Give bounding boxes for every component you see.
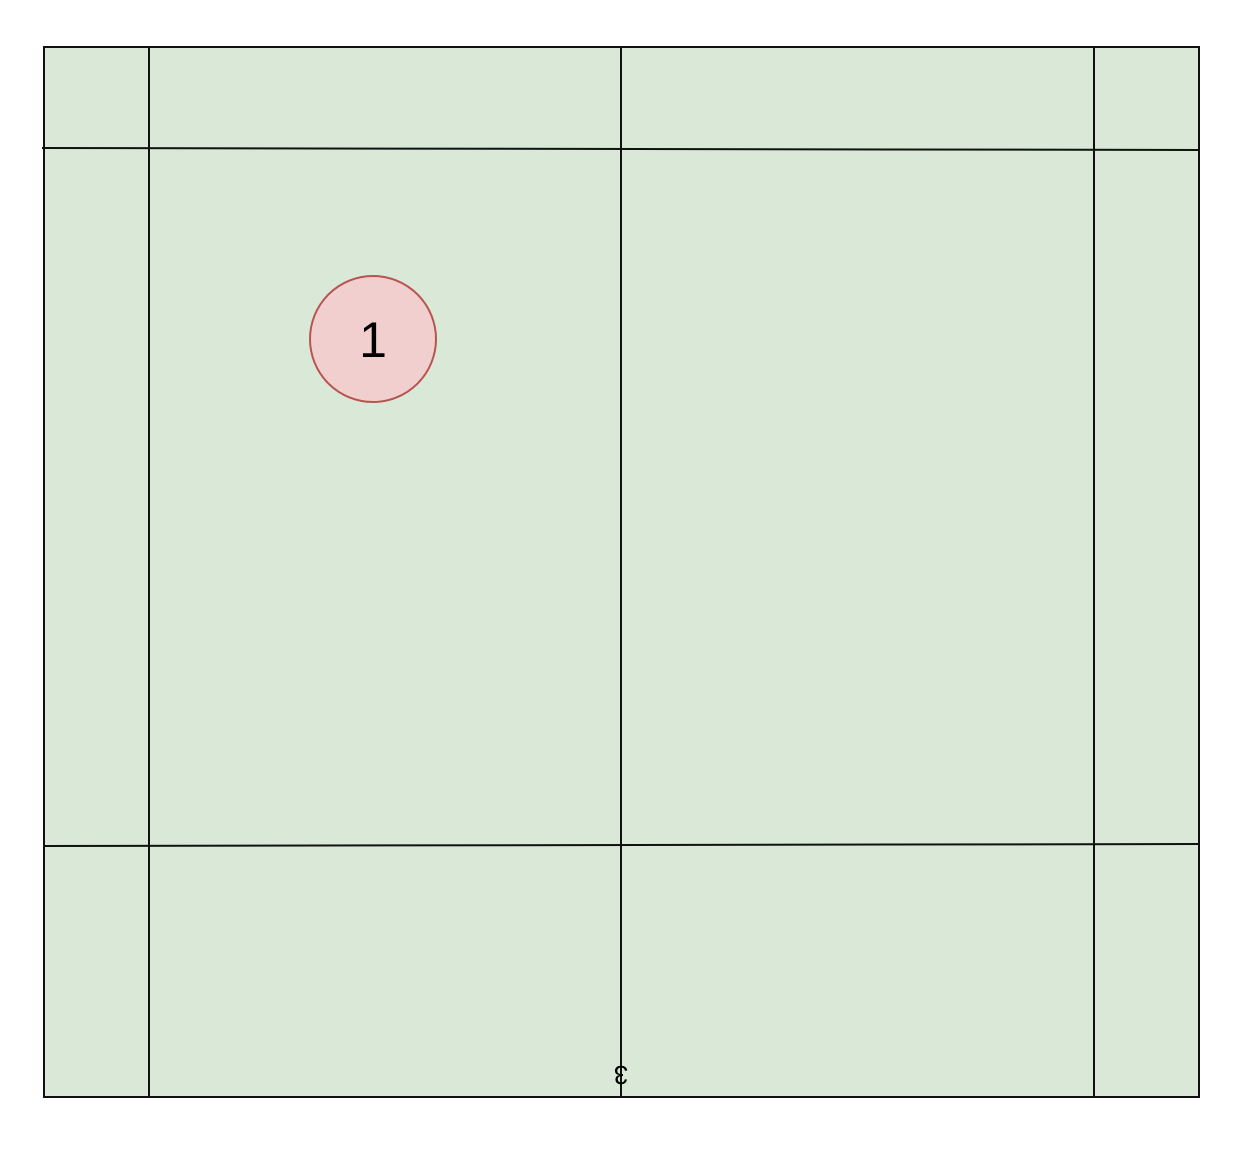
horizontal-line-top [41,147,1200,151]
numbered-marker-label: 1 [359,312,387,368]
numbered-marker-circle [309,275,437,403]
bottom-rotated-label: 3 [614,1060,628,1090]
horizontal-line-bottom [43,843,1200,847]
